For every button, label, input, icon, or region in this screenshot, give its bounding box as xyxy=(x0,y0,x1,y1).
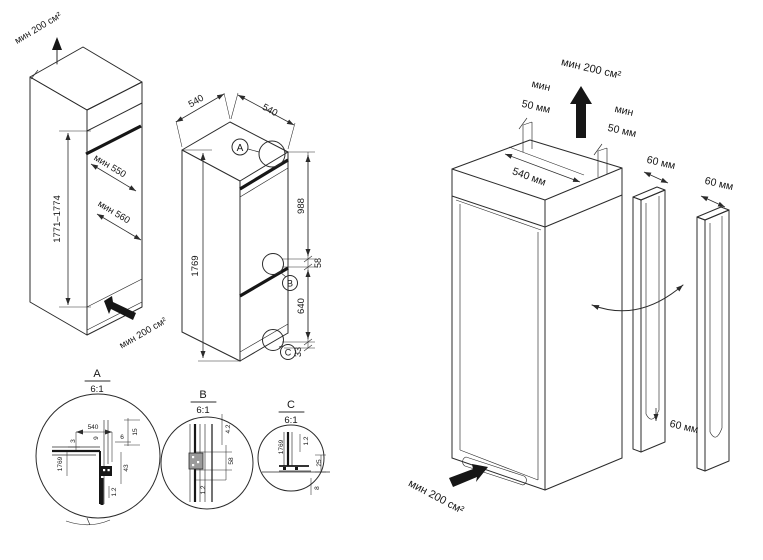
niche-height-dim xyxy=(59,130,91,308)
detail-c-circle xyxy=(257,424,325,492)
installation-diagram: мин 200 см² мин 50 мм мин 50 мм 540 мм 6… xyxy=(406,56,734,516)
detail-c-marker-circle xyxy=(280,344,296,360)
detail-a-dim-3: 3 xyxy=(70,439,77,443)
panel-gap-2-label: 60 мм xyxy=(703,175,734,193)
detail-a-dim-6: 6 xyxy=(120,434,124,441)
side-panel-near xyxy=(632,186,666,453)
detail-c-letter: C xyxy=(287,399,295,411)
niche-cabinet-outline xyxy=(29,46,143,336)
fridge-depth-label: 540 xyxy=(260,102,279,119)
fridge-right-dim-chain xyxy=(282,151,315,352)
install-top-width-label: 540 мм xyxy=(511,165,548,188)
chain-seg4-label: 33 xyxy=(293,347,303,357)
detail-b-marker-circle xyxy=(282,275,298,291)
clearance-post-left xyxy=(518,117,533,152)
detail-b-dim-4-2: 4.2 xyxy=(225,424,232,433)
fridge-height-dim xyxy=(183,149,241,362)
install-top-width-dim-line xyxy=(504,153,581,183)
detail-b: B 6:1 4.2 58 1.2 xyxy=(160,389,254,510)
detail-b-letter: B xyxy=(199,389,206,401)
detail-c-dim-25: 25 xyxy=(316,459,323,467)
detail-b-leader xyxy=(279,271,287,278)
install-top-vent-label: мин 200 см² xyxy=(560,56,622,81)
install-cabinet-outline xyxy=(451,139,623,491)
niche-height-label: 1771–1774 xyxy=(52,195,63,243)
install-top-vent-arrow-icon xyxy=(570,86,592,138)
detail-a-letter: A xyxy=(93,368,101,380)
niche-bottom-vent-label: мин 200 см² xyxy=(118,316,169,352)
fridge-width-label: 540 xyxy=(187,93,206,110)
niche-diagram: мин 200 см² мин 550 мин 560 1771–1774 ми… xyxy=(13,10,169,351)
detail-a-region-circle xyxy=(258,140,286,168)
clearance-left-value-label: 50 мм xyxy=(520,98,551,116)
detail-a: A 6:1 540 1769 3 9 6 15 43 xyxy=(35,368,161,526)
detail-a-scale: 6:1 xyxy=(90,384,103,395)
detail-c-drawing xyxy=(262,432,330,495)
clearance-right-min-label: мин xyxy=(613,103,634,119)
clearance-left-min-label: мин xyxy=(530,78,551,94)
detail-c-marker-letter: C xyxy=(285,348,292,358)
niche-depth-top-label: мин 550 xyxy=(92,153,128,181)
detail-b-drawing xyxy=(188,414,232,502)
fridge-outline xyxy=(181,121,289,362)
side-panel-far xyxy=(696,206,730,472)
chain-seg2-label: 58 xyxy=(313,258,323,268)
detail-b-scale: 6:1 xyxy=(196,405,209,416)
detail-a-dim-15: 15 xyxy=(132,428,139,436)
bottom-hinge-circle xyxy=(262,329,284,351)
detail-a-drawing xyxy=(52,418,140,526)
niche-depth-bottom-dim-line xyxy=(96,213,142,241)
niche-bottom-vent-arrow-icon xyxy=(104,296,136,320)
detail-b-circle xyxy=(160,416,254,510)
detail-c-dim-1-2: 1.2 xyxy=(303,436,310,445)
panel-bottom-gap-label: 60 мм xyxy=(668,418,699,436)
detail-c-leader xyxy=(278,345,284,348)
detail-a-marker-letter: A xyxy=(237,143,244,154)
detail-b-dim-1-2: 1.2 xyxy=(200,485,207,494)
detail-a-dim-width: 540 xyxy=(88,424,99,431)
detail-c: C 6:1 1769 1.2 25 8 xyxy=(257,399,330,495)
detail-c-scale: 6:1 xyxy=(284,415,297,426)
clearance-post-right xyxy=(593,143,608,177)
detail-a-dim-43: 43 xyxy=(123,464,130,472)
chain-seg3-label: 640 xyxy=(296,298,307,314)
panel-near-groove xyxy=(645,196,660,420)
chain-seg1-label: 988 xyxy=(296,198,307,214)
detail-a-leader xyxy=(247,148,260,153)
fridge-depth-dim xyxy=(230,92,296,150)
detail-a-circle xyxy=(35,393,161,519)
detail-a-dim-1-2: 1.2 xyxy=(111,487,118,496)
clearance-right-value-label: 50 мм xyxy=(606,122,637,140)
fridge-dimensions-diagram: A B C 540 540 1769 xyxy=(175,92,323,362)
bottom-vent-grille-slot xyxy=(462,456,527,486)
panel-gap-1-dim-line xyxy=(643,171,669,184)
middle-hinge-circle xyxy=(262,253,284,275)
install-bottom-vent-arrow-icon xyxy=(449,464,488,487)
panel-gap-1-label: 60 мм xyxy=(645,154,676,172)
detail-c-dim-height: 1769 xyxy=(278,439,285,454)
detail-a-dim-9: 9 xyxy=(93,436,100,440)
niche-depth-top-dim-line xyxy=(90,163,137,192)
detail-b-dim-58: 58 xyxy=(228,457,235,465)
fridge-height-label: 1769 xyxy=(190,255,201,276)
detail-a-marker-circle xyxy=(231,138,249,156)
fridge-width-dim xyxy=(175,92,231,148)
detail-b-marker-letter: B xyxy=(287,279,293,289)
panel-far-groove xyxy=(709,216,723,438)
niche-top-vent-arrow-icon xyxy=(52,37,62,65)
door-swing-arrow xyxy=(591,284,684,312)
detail-a-dim-height: 1769 xyxy=(57,456,64,471)
detail-c-dim-8: 8 xyxy=(314,486,321,490)
panel-gap-2-dim-line xyxy=(700,195,726,208)
niche-depth-bottom-label: мин 560 xyxy=(96,199,132,227)
